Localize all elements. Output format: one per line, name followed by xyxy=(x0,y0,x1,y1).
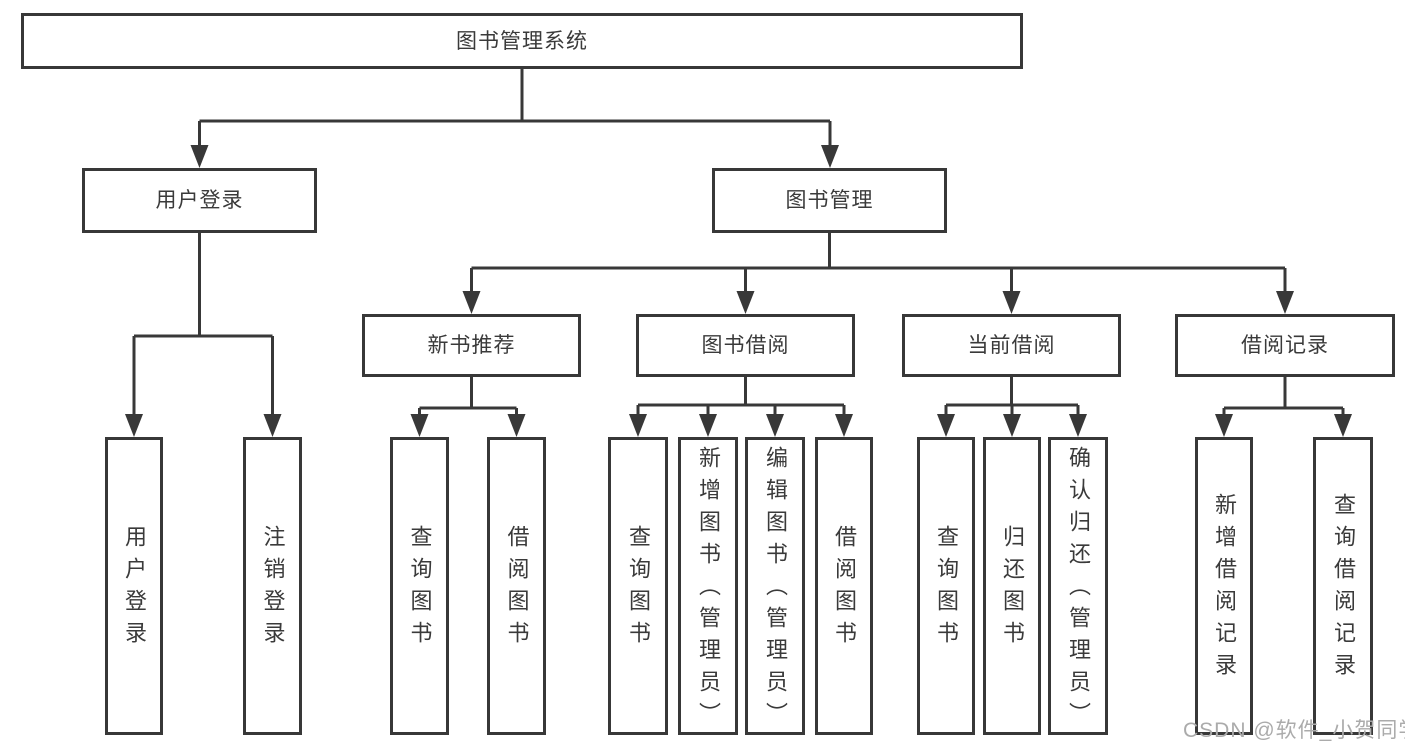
csdn-watermark: CSDN @软件_小贺同学 xyxy=(1183,719,1405,742)
leaf-borrowing-borrow-books: 借阅图书 xyxy=(815,437,873,735)
leaf-records-query-record: 查询借阅记录 xyxy=(1313,437,1373,735)
node-book-management: 图书管理 xyxy=(712,168,947,233)
leaf-recommend-query-books: 查询图书 xyxy=(390,437,449,735)
leaf-borrowing-edit-books-admin: 编辑图书（管理员） xyxy=(745,437,805,735)
leaf-current-query-books: 查询图书 xyxy=(917,437,975,735)
connector-new-book-recommend-branch xyxy=(410,377,526,437)
leaf-borrowing-query-books: 查询图书 xyxy=(608,437,668,735)
connector-book-borrowing-branch xyxy=(629,377,853,437)
leaf-logout: 注销登录 xyxy=(243,437,302,735)
node-borrowing-records: 借阅记录 xyxy=(1175,314,1395,377)
leaf-borrowing-add-books-admin: 新增图书（管理员） xyxy=(678,437,738,735)
leaf-user-login: 用户登录 xyxy=(105,437,163,735)
leaf-current-confirm-return-admin: 确认归还（管理员） xyxy=(1048,437,1108,735)
node-library-management-system: 图书管理系统 xyxy=(21,13,1023,69)
leaf-records-add-record: 新增借阅记录 xyxy=(1195,437,1253,735)
connector-book-management-branch xyxy=(462,233,1294,314)
node-user-login: 用户登录 xyxy=(82,168,317,233)
connector-borrowing-records-branch xyxy=(1215,377,1352,437)
node-current-borrowing: 当前借阅 xyxy=(902,314,1121,377)
node-book-borrowing: 图书借阅 xyxy=(636,314,855,377)
connector-current-borrowing-branch xyxy=(937,377,1087,437)
connector-root-branch xyxy=(190,69,839,168)
leaf-recommend-borrow-books: 借阅图书 xyxy=(487,437,546,735)
node-new-book-recommend: 新书推荐 xyxy=(362,314,581,377)
leaf-current-return-books: 归还图书 xyxy=(983,437,1041,735)
connector-user-login-branch xyxy=(125,233,282,437)
